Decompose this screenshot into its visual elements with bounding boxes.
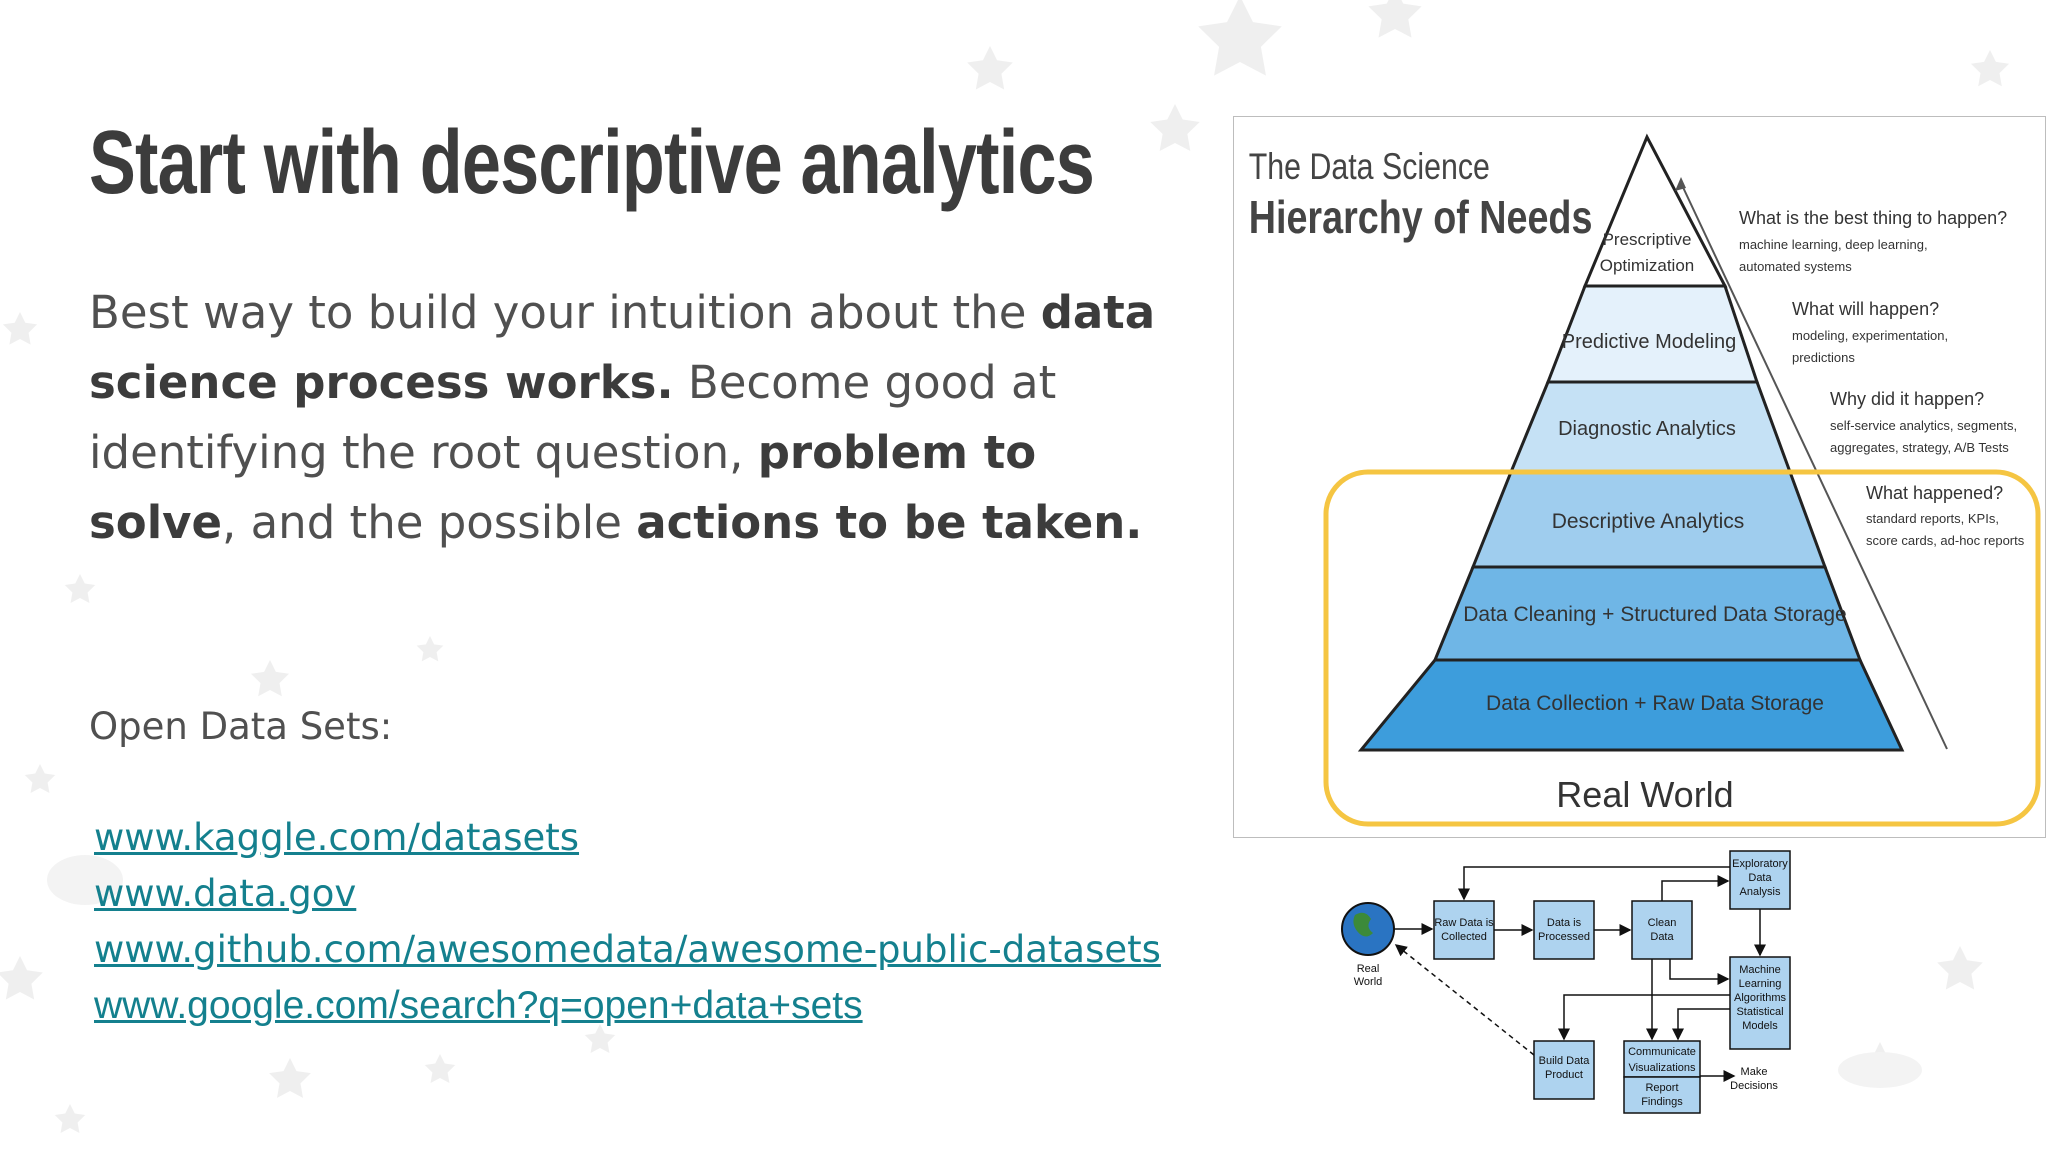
question-descriptive: What happened? (1866, 483, 2003, 503)
question-predictive-detail-1: modeling, experimentation, (1792, 328, 1948, 343)
report-line2: Findings (1641, 1096, 1683, 1108)
level-label-predictive: Predictive Modeling (1562, 331, 1737, 353)
paragraph-bold-segment: problem to solve (89, 426, 1037, 549)
question-diagnostic-detail-2: aggregates, strategy, A/B Tests (1830, 440, 2009, 455)
paragraph-bold-segment: actions to be taken. (636, 496, 1143, 549)
link-kaggle[interactable]: www.kaggle.com/datasets (94, 816, 580, 859)
real-world-label: Real World (1556, 774, 1733, 815)
question-descriptive-detail-2: score cards, ad-hoc reports (1866, 533, 2025, 548)
report-line1: Report (1645, 1082, 1678, 1094)
pyramid-title-line2: Hierarchy of Needs (1249, 191, 1593, 242)
question-diagnostic: Why did it happen? (1830, 389, 1984, 409)
level-label-prescriptive-2: Optimization (1600, 256, 1694, 275)
decisions-line1: Make (1741, 1066, 1768, 1078)
slide-title: Start with descriptive analytics (89, 113, 1095, 213)
build-line2: Product (1545, 1069, 1583, 1081)
box-processed (1533, 900, 1595, 960)
highlight-outline (1323, 469, 2041, 827)
box-raw-data (1433, 900, 1495, 960)
level-label-descriptive: Descriptive Analytics (1552, 510, 1745, 533)
ml-line5: Models (1742, 1020, 1778, 1032)
eda-line2: Data (1748, 872, 1772, 884)
decisions-line2: Decisions (1730, 1080, 1778, 1092)
box-ml (1729, 956, 1791, 1050)
link-github-awesome-datasets[interactable]: www.github.com/awesomedata/awesome-publi… (94, 928, 1161, 971)
eda-line1: Exploratory (1732, 858, 1788, 870)
paragraph-segment: Best way to build your intuition about t… (89, 286, 1041, 339)
eda-line3: Analysis (1740, 886, 1781, 898)
level-label-collection: Data Collection + Raw Data Storage (1486, 692, 1824, 715)
real-world-line1: Real (1357, 963, 1380, 975)
ml-line1: Machine (1739, 964, 1781, 976)
processed-line2: Processed (1538, 931, 1590, 943)
ml-line3: Algorithms (1734, 992, 1786, 1004)
question-prescriptive-detail-2: automated systems (1739, 259, 1852, 274)
link-data-gov[interactable]: www.data.gov (94, 872, 357, 915)
level-label-diagnostic: Diagnostic Analytics (1558, 418, 1736, 440)
arrow-head-icon (1675, 177, 1686, 191)
build-line1: Build Data (1539, 1055, 1591, 1067)
box-build-product (1533, 1040, 1595, 1100)
box-report (1623, 1076, 1701, 1114)
ml-line2: Learning (1739, 978, 1782, 990)
box-clean-data (1631, 900, 1693, 960)
communicate-line2: Visualizations (1628, 1062, 1696, 1074)
ml-line4: Statistical (1736, 1006, 1783, 1018)
real-world-line2: World (1354, 976, 1383, 988)
question-predictive-detail-2: predictions (1792, 350, 1855, 365)
pyramid-diagram: The Data Science Hierarchy of Needs Pres… (1249, 133, 2041, 827)
open-data-sets-label: Open Data Sets: (89, 705, 393, 748)
level-collection (1357, 658, 1905, 752)
paragraph-segment: , and the possible (221, 496, 637, 549)
question-predictive: What will happen? (1792, 299, 1939, 319)
question-prescriptive: What is the best thing to happen? (1739, 208, 2007, 228)
raw-line2: Collected (1441, 931, 1487, 943)
hierarchy-of-needs-figure: The Data Science Hierarchy of Needs Pres… (1233, 116, 2046, 838)
paragraph-segment: Become good at identifying the root ques… (89, 356, 1057, 479)
processed-line1: Data is (1547, 917, 1582, 929)
clean-line1: Clean (1648, 917, 1677, 929)
intro-paragraph: Best way to build your intuition about t… (89, 278, 1184, 558)
level-label-cleaning: Data Cleaning + Structured Data Storage (1463, 603, 1846, 626)
process-flow-diagram: Real World Raw Data is Collected Data is… (1341, 850, 1791, 1114)
paragraph-bold-segment: data science process works. (89, 286, 1156, 409)
question-diagnostic-detail-1: self-service analytics, segments, (1830, 418, 2017, 433)
communicate-line1: Communicate (1628, 1046, 1696, 1058)
level-label-prescriptive-1: Prescriptive (1603, 230, 1692, 249)
link-google-search[interactable]: www.google.com/search?q=open+data+sets (94, 984, 863, 1027)
box-eda (1729, 850, 1791, 910)
upward-arrow (1680, 182, 1948, 750)
question-prescriptive-detail-1: machine learning, deep learning, (1739, 237, 1928, 252)
raw-line1: Raw Data is (1434, 917, 1494, 929)
clean-line2: Data (1650, 931, 1674, 943)
question-descriptive-detail-1: standard reports, KPIs, (1866, 511, 1999, 526)
dataset-links: www.kaggle.com/datasets www.data.gov www… (94, 810, 1161, 1034)
pyramid-title-line1: The Data Science (1249, 146, 1490, 188)
